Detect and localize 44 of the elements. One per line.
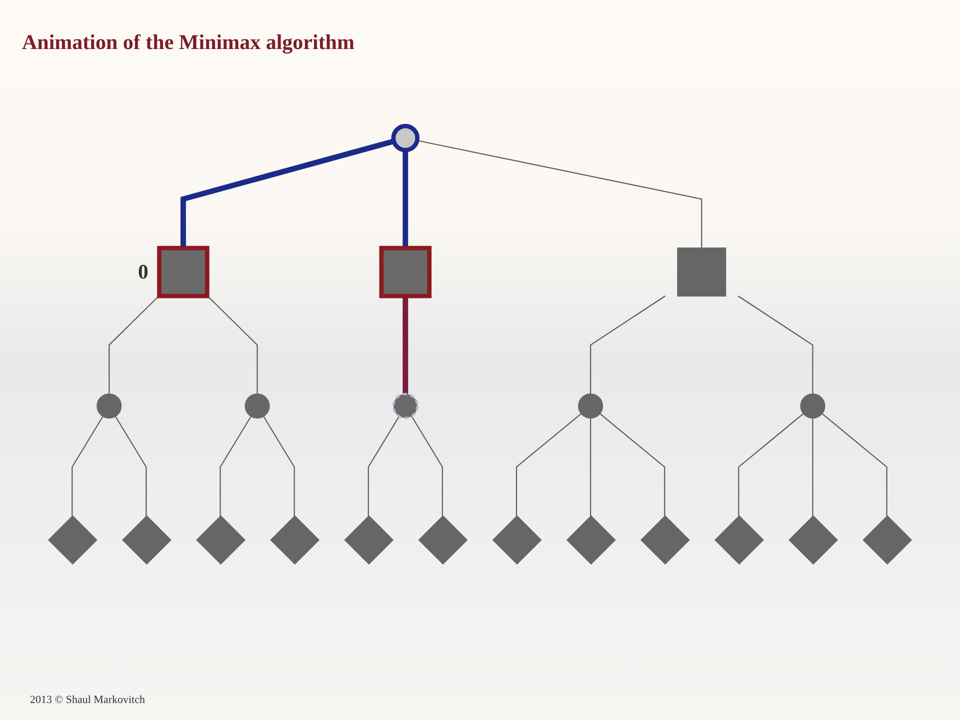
leaf-diamond: [196, 515, 246, 565]
leaf-diamond: [344, 515, 394, 565]
tree-edge: [411, 416, 443, 516]
tree-edge: [738, 413, 804, 516]
tree-edge: [738, 296, 814, 394]
leaf-diamond: [492, 515, 542, 565]
leaf-diamond: [48, 515, 98, 565]
diagram-title: Animation of the Minimax algorithm: [22, 30, 354, 55]
tree-edge: [402, 150, 408, 248]
circle-node: [96, 393, 122, 419]
circle-node: [578, 393, 604, 419]
leaf-diamond: [566, 515, 616, 565]
tree-edge: [108, 296, 160, 394]
tree-edge: [822, 413, 888, 516]
square-node: [157, 246, 210, 298]
leaf-diamond: [714, 515, 764, 565]
tree-edge: [599, 413, 666, 516]
circle-node: [392, 392, 418, 420]
node-value: 0: [138, 262, 148, 284]
tree-edge: [590, 418, 592, 516]
square-node: [379, 246, 432, 298]
leaf-diamond: [122, 515, 172, 565]
tree-edge: [180, 138, 395, 248]
leaf-diamond: [640, 515, 690, 565]
tree-edge: [220, 416, 252, 516]
tree-edge: [516, 413, 582, 516]
leaf-diamond: [270, 515, 320, 565]
tree-edge: [590, 296, 666, 394]
leaf-diamond: [788, 515, 838, 565]
leaf-diamond: [862, 515, 912, 565]
square-node: [677, 248, 726, 297]
tree-edge: [417, 140, 702, 248]
tree-edge: [263, 416, 295, 516]
tree-edge: [114, 416, 147, 516]
tree-edge: [402, 296, 408, 394]
leaf-diamond: [418, 515, 468, 565]
circle-node: [800, 393, 826, 419]
copyright-note: 2013 © Shaul Markovitch: [30, 694, 145, 706]
circle-node: [244, 393, 270, 419]
circle-node: [391, 124, 420, 152]
tree-edge: [812, 418, 814, 516]
tree-edge: [207, 296, 258, 394]
tree-edge: [72, 416, 104, 516]
tree-edge: [368, 416, 400, 516]
